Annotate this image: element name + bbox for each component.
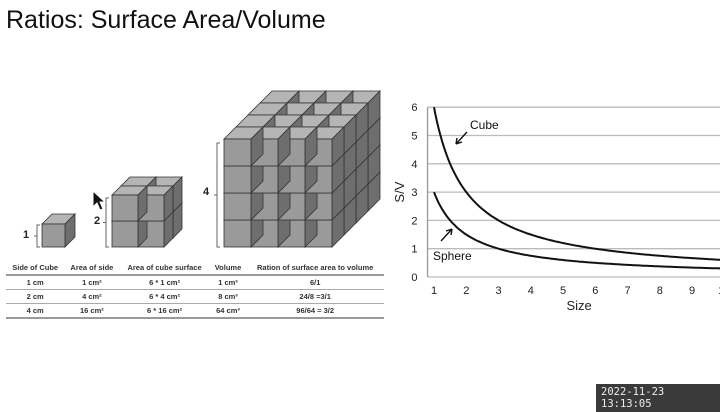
x-tick-label: 3	[495, 285, 501, 297]
x-tick-label: 1	[431, 285, 437, 297]
cube-4-size-label: 4	[203, 186, 210, 198]
table-cell: 8 cm³	[209, 289, 247, 304]
table-cell: 4 cm	[6, 303, 65, 319]
slide-title: Ratios: Surface Area/Volume	[6, 6, 326, 34]
unit-cube	[41, 213, 76, 248]
size-bracket	[214, 142, 220, 248]
timestamp: 2022-11-23 13:13:05	[596, 384, 720, 412]
column-header: Ration of surface area to volume	[246, 261, 384, 276]
table-cell: 1 cm	[6, 275, 65, 290]
table-header-row: Side of Cube Area of side Area of cube s…	[6, 261, 384, 276]
column-header: Volume	[209, 261, 247, 276]
size-bracket	[103, 197, 109, 248]
y-tick-label: 0	[411, 272, 417, 284]
x-tick-label: 5	[560, 285, 566, 297]
cube-front-face	[41, 223, 66, 248]
ratio-table: Side of Cube Area of side Area of cube s…	[6, 261, 384, 319]
series-label-cube: Cube	[470, 118, 499, 132]
cube-front-face	[111, 194, 139, 222]
x-tick-label: 4	[528, 285, 534, 297]
table-cell: 1 cm³	[209, 275, 247, 290]
y-tick-label: 4	[411, 159, 417, 171]
table-cell: 24/8 =3/1	[246, 289, 384, 304]
table-cell: 1 cm²	[64, 275, 120, 290]
series-line-cube	[433, 107, 720, 261]
y-axis-label: S/V	[392, 181, 407, 202]
arrow-icon	[440, 228, 453, 242]
table-cell: 96/64 = 3/2	[246, 303, 384, 319]
cube-front-face	[223, 192, 252, 221]
x-tick-label: 10	[718, 285, 720, 297]
size-bracket	[34, 224, 40, 248]
table-cell: 64 cm³	[209, 303, 247, 319]
y-tick-label: 3	[411, 187, 417, 199]
x-tick-label: 2	[463, 285, 469, 297]
cube-1-size-label: 1	[23, 229, 30, 241]
table-cell: 6 * 16 cm²	[119, 303, 210, 319]
x-tick-label: 9	[689, 285, 695, 297]
mouse-cursor-icon	[92, 190, 106, 211]
unit-cube	[111, 185, 148, 222]
y-tick-label: 1	[411, 244, 417, 256]
x-tick-label: 7	[624, 285, 630, 297]
column-header: Side of Cube	[6, 261, 65, 276]
table-cell: 2 cm	[6, 289, 65, 304]
cube-2-size-label: 2	[94, 215, 101, 227]
cube-front-face	[111, 220, 139, 248]
y-tick-label: 2	[411, 215, 417, 227]
arrow-icon	[455, 131, 468, 145]
column-header: Area of cube surface	[119, 261, 210, 276]
table-cell: 6 * 1 cm²	[119, 275, 210, 290]
unit-cube	[223, 126, 264, 167]
table-cell: 4 cm²	[64, 289, 120, 304]
column-header: Area of side	[64, 261, 120, 276]
series-label-sphere: Sphere	[433, 249, 472, 263]
y-tick-label: 6	[411, 102, 417, 114]
x-tick-label: 6	[592, 285, 598, 297]
x-axis-label: Size	[566, 298, 591, 313]
cube-front-face	[223, 219, 252, 248]
cube-illustration	[34, 90, 381, 248]
table-cell: 16 cm²	[64, 303, 120, 319]
cube-front-face	[223, 165, 252, 194]
series-line-sphere	[433, 191, 720, 270]
cube-front-face	[223, 138, 252, 167]
table-cell: 6 * 4 cm²	[119, 289, 210, 304]
x-tick-label: 8	[657, 285, 663, 297]
y-tick-label: 5	[411, 131, 417, 143]
table-cell: 6/1	[246, 275, 384, 290]
